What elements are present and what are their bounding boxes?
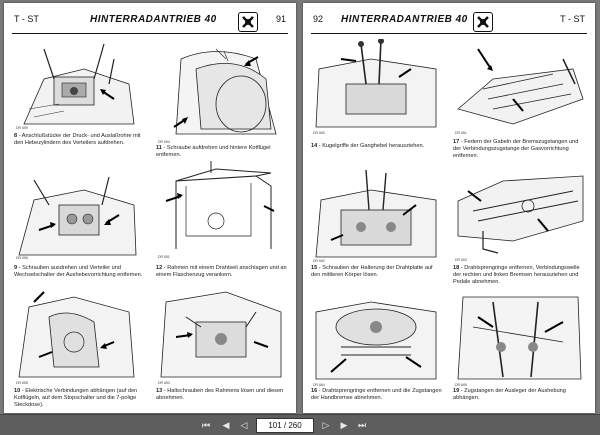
page-header: 92 HINTERRADANTRIEB 40 T - ST bbox=[311, 11, 587, 34]
caption-text: - Drahtsprengringe entfernen, Verbindung… bbox=[453, 265, 580, 285]
caption-text: - Elektrische Verbindungen abhängen (auf… bbox=[14, 388, 138, 408]
caption-17: 17 - Federn der Gabeln der Bremszugstang… bbox=[453, 139, 587, 160]
caption-13: 13 - Haltschrauben des Rahmens lösen und… bbox=[156, 388, 290, 402]
figure-10-image bbox=[14, 287, 142, 379]
figure-11-image bbox=[156, 39, 286, 139]
caption-number: 15 bbox=[311, 265, 318, 271]
section-label: T - ST bbox=[14, 14, 39, 24]
next-page-icon[interactable]: ▶ bbox=[340, 420, 348, 430]
next-arrow-icon[interactable]: ▷ bbox=[322, 420, 330, 430]
page-title: HINTERRADANTRIEB 40 bbox=[341, 14, 468, 25]
figure-15-image bbox=[311, 165, 441, 261]
figure-16-image bbox=[311, 287, 441, 383]
last-page-icon[interactable]: ⏭ bbox=[357, 420, 367, 430]
caption-number: 11 bbox=[156, 145, 162, 151]
caption-number: 14 bbox=[311, 143, 318, 149]
figure-code: DR 658 bbox=[16, 381, 28, 385]
caption-text: - Haltschrauben des Rahmens lösen und di… bbox=[156, 388, 284, 401]
caption-19: 19 - Zugstangen der Ausleger der Aushebu… bbox=[453, 388, 587, 402]
caption-number: 16 bbox=[311, 388, 318, 394]
caption-number: 10 bbox=[14, 388, 21, 394]
figure-code: DR 659 bbox=[16, 126, 28, 130]
page-number: 91 bbox=[275, 14, 286, 24]
right-page: 92 HINTERRADANTRIEB 40 T - ST DR 660 14 … bbox=[303, 3, 595, 413]
caption-number: 8 bbox=[14, 133, 18, 139]
brand-logo bbox=[238, 12, 258, 32]
figure-code: DR 656 bbox=[16, 256, 28, 260]
caption-text: - Federn der Gabeln der Bremszugstangen … bbox=[453, 139, 579, 159]
caption-14: 14 - Kugelgriffe der Ganghebel herauszie… bbox=[311, 143, 443, 150]
caption-number: 18 bbox=[453, 265, 460, 271]
caption-text: - Schraube aufdrehen und hintere Kotflüg… bbox=[156, 145, 271, 158]
page-number-field[interactable]: 101 / 260 bbox=[256, 418, 314, 433]
caption-12: 12 - Rahmen mit einem Drahtseil anschlag… bbox=[156, 265, 290, 279]
first-page-icon[interactable]: ⏮ bbox=[201, 420, 211, 430]
previous-page-icon[interactable]: ◀ bbox=[222, 420, 230, 430]
prev-arrow-icon[interactable]: ◁ bbox=[240, 420, 248, 430]
figure-13-image bbox=[156, 287, 286, 379]
figure-code: DR 663 bbox=[455, 258, 467, 262]
caption-text: - Kugelgriffe der Ganghebel herausziehen… bbox=[318, 143, 425, 149]
left-page: T - ST HINTERRADANTRIEB 40 91 DR 659 8 -… bbox=[4, 3, 296, 413]
figure-code: DR 654 bbox=[158, 140, 170, 144]
figure-code: DR 651 bbox=[158, 255, 170, 259]
caption-number: 12 bbox=[156, 265, 163, 271]
figure-9-image bbox=[14, 175, 142, 261]
caption-18: 18 - Drahtsprengringe entfernen, Verbind… bbox=[453, 265, 587, 286]
figure-12-image bbox=[156, 161, 286, 253]
figure-code: DR 662 bbox=[313, 259, 325, 263]
figure-14-image bbox=[311, 39, 441, 131]
caption-text: - Schrauben ausdrehen und Verteiler und … bbox=[14, 265, 143, 278]
figure-8-image bbox=[14, 39, 142, 131]
caption-text: - Schrauben der Halterung der Drahtplatt… bbox=[311, 265, 433, 278]
caption-text: - Anschlußstücke der Druck- und Auslaßro… bbox=[14, 133, 141, 146]
section-label: T - ST bbox=[560, 14, 585, 24]
brand-logo bbox=[473, 12, 493, 32]
figure-18-image bbox=[453, 161, 587, 257]
caption-number: 13 bbox=[156, 388, 163, 394]
caption-text: - Drahtsprengringe entfernen und die Zug… bbox=[311, 388, 442, 401]
figure-17-image bbox=[453, 39, 587, 131]
caption-15: 15 - Schrauben der Halterung der Drahtpl… bbox=[311, 265, 443, 279]
page-number: 92 bbox=[313, 14, 324, 24]
caption-text: - Zugstangen der Ausleger der Aushebung … bbox=[453, 388, 566, 401]
figure-code: DR 661 bbox=[455, 131, 467, 135]
figure-code: DR 660 bbox=[313, 131, 325, 135]
caption-16: 16 - Drahtsprengringe entfernen und die … bbox=[311, 388, 443, 402]
caption-number: 19 bbox=[453, 388, 460, 394]
figure-code: DR 665 bbox=[455, 383, 467, 387]
caption-number: 9 bbox=[14, 265, 18, 271]
page-header: T - ST HINTERRADANTRIEB 40 91 bbox=[12, 11, 288, 34]
page-title: HINTERRADANTRIEB 40 bbox=[90, 14, 217, 25]
caption-text: - Rahmen mit einem Drahtseil anschlagen … bbox=[156, 265, 287, 278]
figure-19-image bbox=[453, 287, 587, 383]
caption-11: 11 - Schraube aufdrehen und hintere Kotf… bbox=[156, 145, 288, 159]
caption-10: 10 - Elektrische Verbindungen abhängen (… bbox=[14, 388, 146, 409]
caption-8: 8 - Anschlußstücke der Druck- und Auslaß… bbox=[14, 133, 144, 147]
caption-number: 17 bbox=[453, 139, 460, 145]
caption-9: 9 - Schrauben ausdrehen und Verteiler un… bbox=[14, 265, 144, 279]
viewer-toolbar: ⏮ ◀ ◁ 101 / 260 ▷ ▶ ⏭ bbox=[0, 414, 600, 435]
figure-code: DR 664 bbox=[313, 383, 325, 387]
figure-code: DR 653 bbox=[158, 381, 170, 385]
